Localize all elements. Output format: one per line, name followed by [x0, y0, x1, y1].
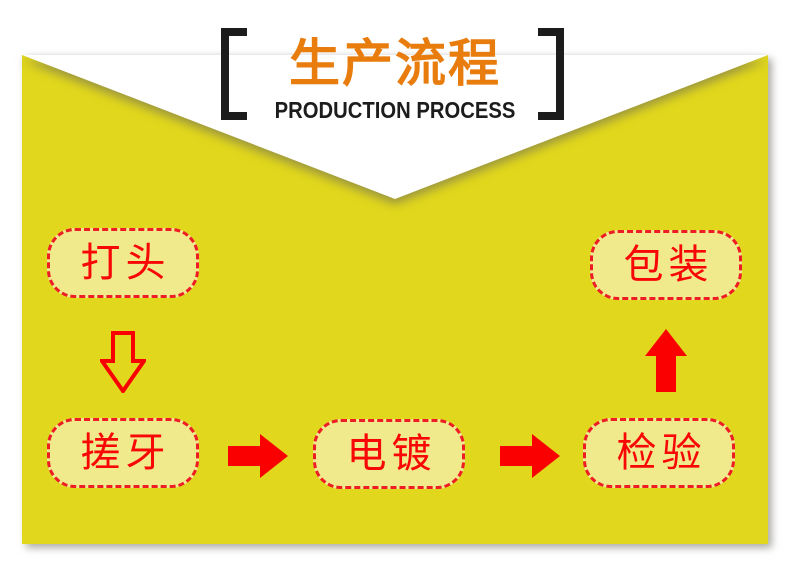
page-subtitle: PRODUCTION PROCESS: [274, 97, 516, 123]
flow-node-jianyan: 检验: [583, 418, 735, 488]
left-bracket-icon: [221, 28, 247, 120]
right-bracket-icon: [538, 28, 564, 120]
right-arrow-icon: [228, 434, 288, 478]
flow-node-datou: 打头: [47, 228, 199, 298]
page-title: 生产流程: [288, 35, 501, 92]
flow-node-baozhuang: 包装: [590, 230, 742, 300]
up-arrow-icon: [645, 329, 687, 392]
flow-node-cuoya: 搓牙: [47, 418, 199, 488]
down-arrow-outline-icon: [100, 331, 146, 393]
right-arrow-icon: [500, 434, 560, 478]
v-notch-shadow: [0, 0, 789, 220]
flow-node-diandu: 电镀: [313, 419, 465, 489]
